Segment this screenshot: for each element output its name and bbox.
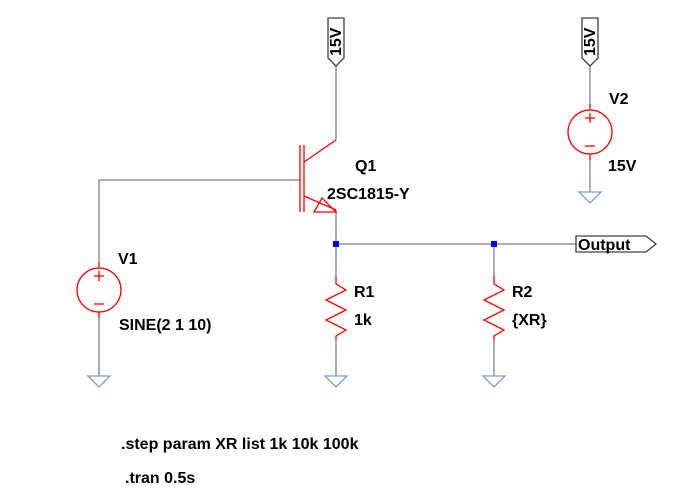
ground-icon-r2 [481,375,507,388]
supply-flag-q1[interactable]: 15V [327,17,345,67]
voltage-source-v2[interactable] [567,104,613,160]
voltage-source-v1[interactable] [76,262,122,318]
q1-name: Q1 [355,158,376,175]
q1-collector-leg [303,139,337,163]
step-directive[interactable]: .step param XR list 1k 10k 100k [121,436,359,453]
junction-r2-node [491,241,497,247]
ground-icon-v2 [577,191,603,204]
resistor-r1[interactable] [324,276,348,340]
output-label: Output [578,237,631,254]
wires [98,66,591,376]
r2-value: {XR} [512,312,547,329]
r1-value: 1k [354,312,372,329]
q1-emitter-arrow [312,196,338,213]
r1-name: R1 [354,284,375,301]
q1-model: 2SC1815-Y [327,186,410,203]
v1-value: SINE(2 1 10) [119,317,211,334]
supply-flag-v2-label: 15V [582,27,599,56]
v1-name: V1 [118,251,138,268]
transistor-q1[interactable] [299,139,338,213]
junction-emitter-node [333,241,339,247]
supply-flag-v2[interactable]: 15V [581,17,599,67]
ground-icon-v1 [86,375,112,388]
q1-emitter-leg [303,195,337,211]
v2-name: V2 [609,91,629,108]
resistor-r2[interactable] [482,276,506,340]
r2-name: R2 [512,284,533,301]
tran-directive[interactable]: .tran 0.5s [125,470,195,487]
supply-flag-q1-label: 15V [328,27,345,56]
ground-icon-r1 [323,375,349,388]
r2-zigzag [482,276,506,340]
output-net-flag[interactable]: Output [575,235,658,254]
v2-value: 15V [608,158,637,175]
r1-zigzag [324,276,348,340]
wire-base [98,179,300,262]
